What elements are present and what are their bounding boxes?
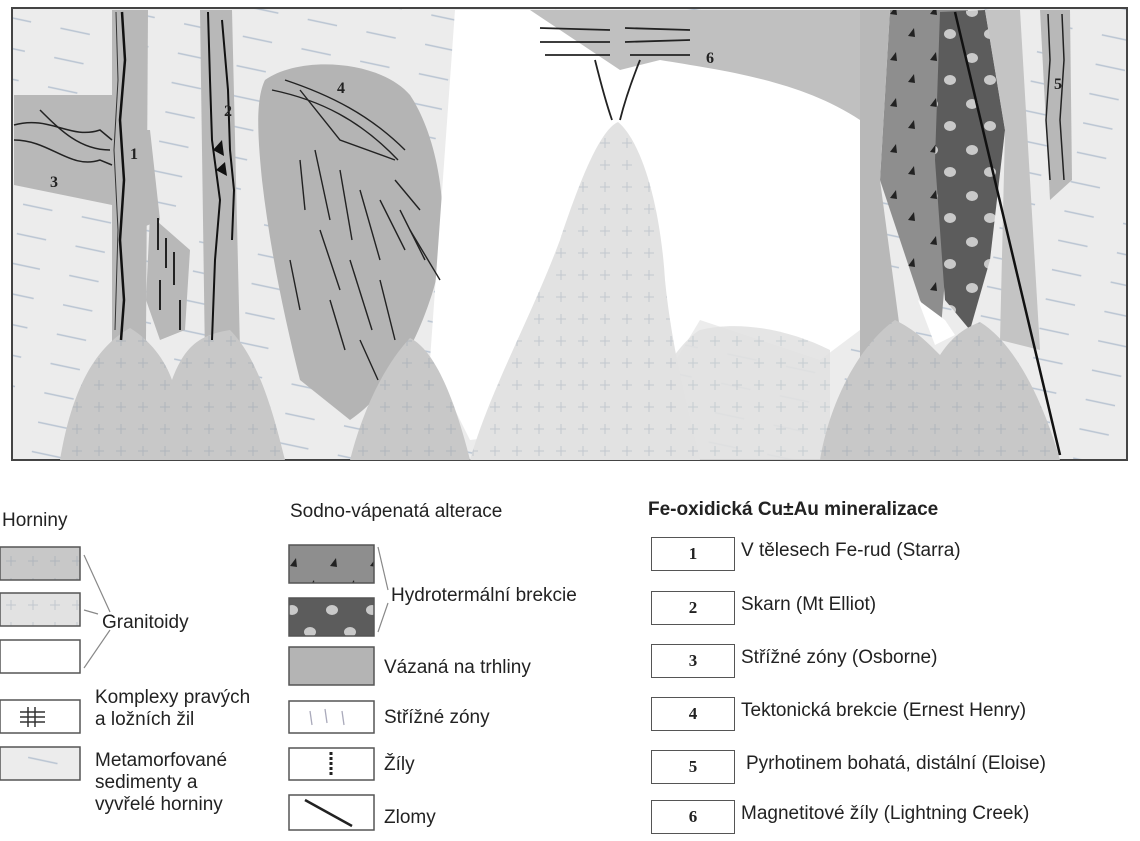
min-number-4: 4 bbox=[651, 697, 735, 731]
mineralization-heading: Fe-oxidická Cu±Au mineralizace bbox=[648, 499, 938, 521]
fracture-label: Vázaná na trhliny bbox=[384, 657, 531, 679]
min-label-1: V tělesech Fe-rud (Starra) bbox=[741, 540, 961, 562]
faults-label: Zlomy bbox=[384, 807, 436, 829]
diagram-number-5: 5 bbox=[1054, 76, 1062, 94]
min-number-2: 2 bbox=[651, 591, 735, 625]
diagram-number-2: 2 bbox=[224, 103, 232, 121]
diagram-number-3: 3 bbox=[50, 174, 58, 192]
vein-complex-label: Komplexy pravých a ložních žil bbox=[95, 687, 250, 731]
swatch-fault bbox=[289, 795, 374, 830]
diagram-number-1: 1 bbox=[130, 146, 138, 164]
swatch-granitoid-white bbox=[0, 640, 80, 673]
min-number-1: 1 bbox=[651, 537, 735, 571]
swatch-granitoid-light bbox=[0, 593, 80, 626]
shear-label: Střížné zóny bbox=[384, 707, 490, 729]
diagram-number-6: 6 bbox=[706, 50, 714, 68]
min-label-3: Střížné zóny (Osborne) bbox=[741, 647, 937, 669]
granitoids-label: Granitoidy bbox=[102, 612, 189, 634]
min-label-4: Tektonická brekcie (Ernest Henry) bbox=[741, 700, 1026, 722]
breccia-label: Hydrotermální brekcie bbox=[391, 585, 577, 607]
swatch-breccia-dots bbox=[289, 598, 374, 636]
veins-label: Žíly bbox=[384, 754, 415, 776]
min-number-6: 6 bbox=[651, 800, 735, 834]
min-number-5: 5 bbox=[651, 750, 735, 784]
min-label-5: Pyrhotinem bohatá, distální (Eloise) bbox=[746, 753, 1046, 775]
min-label-6: Magnetitové žíly (Lightning Creek) bbox=[741, 803, 1029, 825]
swatch-granitoid-dark bbox=[0, 547, 80, 580]
min-label-2: Skarn (Mt Elliot) bbox=[741, 594, 876, 616]
swatch-shear bbox=[289, 701, 374, 733]
diagram-number-4: 4 bbox=[337, 80, 345, 98]
min-number-3: 3 bbox=[651, 644, 735, 678]
metasediment-label: Metamorfované sedimenty a vyvřelé hornin… bbox=[95, 750, 227, 816]
swatch-metasediment bbox=[0, 747, 80, 780]
swatch-fracture bbox=[289, 647, 374, 685]
rocks-heading: Horniny bbox=[2, 510, 67, 532]
alteration-heading: Sodno-vápenatá alterace bbox=[290, 501, 502, 523]
swatch-breccia-triangles bbox=[289, 545, 374, 583]
breccia-bracket bbox=[378, 547, 388, 632]
